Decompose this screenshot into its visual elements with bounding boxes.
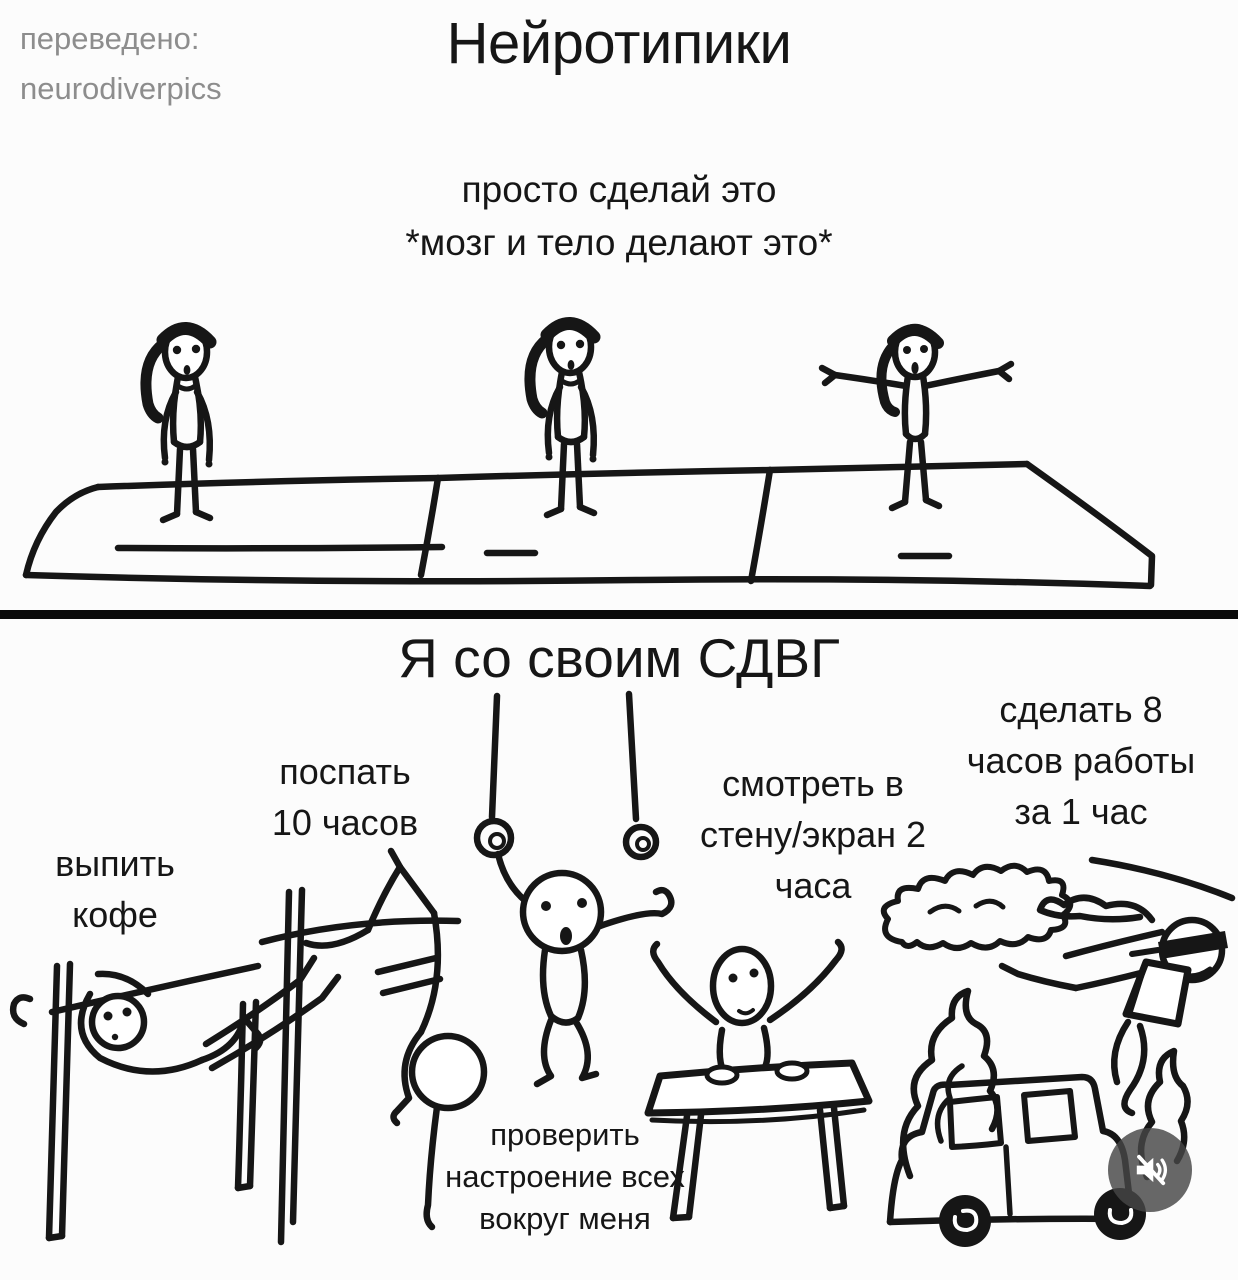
top-panel-caption: просто сделай это *мозг и тело делают эт… [405,169,833,263]
label-8-hours-work: сделать 8 часов работы за 1 час [966,689,1196,833]
bottom-panel-title: Я со своим СДВГ [398,627,840,689]
gym-mats [22,460,1156,590]
table-figure [644,938,873,1222]
burning-car-figure [880,856,1236,1247]
label-drink-coffee: выпить кофе [55,843,175,936]
rings-figure [473,690,675,1088]
coffee-figure [9,954,342,1242]
mute-button[interactable] [1108,1128,1192,1212]
girl-figure-1 [146,326,213,520]
girl-figure-2 [530,321,597,515]
flip-figure [258,847,488,1246]
label-sleep-10-hours: поспать 10 часов [271,751,419,844]
panel-divider [0,610,1238,619]
translator-credit: переведено: neurodiverpics [20,21,222,107]
label-stare-at-screen: смотреть в стену/экран 2 часа [699,763,927,907]
label-check-moods: проверить настроение всех вокруг меня [445,1117,685,1236]
girl-figure-3-arms-out [818,323,1015,512]
adhd-drawing [9,690,1236,1247]
top-panel-title: Нейротипики [446,11,792,76]
neurotypicals-drawing [22,0,1156,590]
muted-speaker-icon [1136,1154,1168,1186]
